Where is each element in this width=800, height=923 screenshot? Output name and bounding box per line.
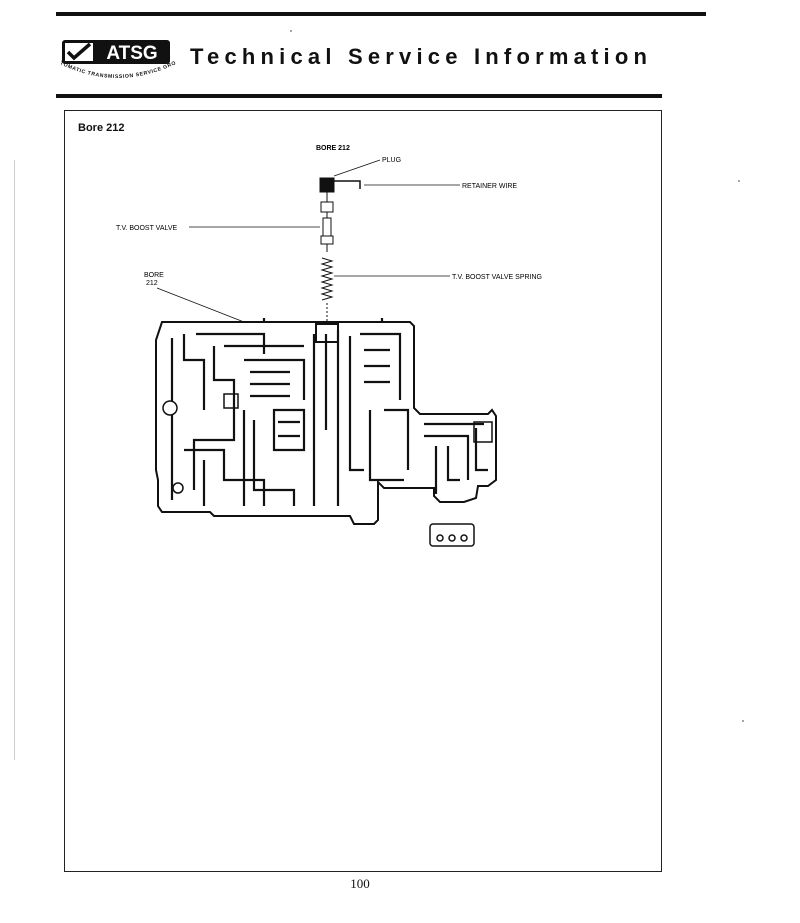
label-tv-boost-valve: T.V. BOOST VALVE: [116, 225, 178, 232]
header-top-rule: [56, 12, 706, 16]
valve-body-diagram: BORE 212 PLUG RETAINER WIRE T.V. BOOST V…: [116, 145, 542, 547]
content-frame: [64, 110, 662, 872]
label-bore-line2: 212: [146, 280, 158, 287]
scan-speck: [738, 180, 740, 182]
label-bore-line1: BORE: [144, 272, 164, 279]
diagram-heading: BORE 212: [316, 145, 350, 152]
scan-speck: [290, 30, 292, 32]
checkmark-icon: [66, 42, 92, 61]
logo-text: ATSG: [106, 43, 157, 64]
page-title: Technical Service Information: [190, 44, 653, 69]
retainer-wire-part: [334, 180, 361, 189]
tv-boost-valve-spring-part: [320, 257, 334, 301]
label-plug: PLUG: [382, 157, 401, 164]
leader-lines: [156, 159, 460, 323]
valve-body-casting: [155, 318, 497, 547]
scan-speck: [742, 720, 744, 722]
header-bottom-rule: [56, 94, 662, 98]
valve-assembly: [319, 177, 361, 324]
atsg-logo: ATSG AUTOMATIC TRANSMISSION SERVICE GROU…: [58, 38, 177, 80]
section-title: Bore 212: [78, 122, 125, 134]
plug-part: [319, 177, 335, 193]
label-tv-boost-valve-spring: T.V. BOOST VALVE SPRING: [452, 274, 542, 281]
scan-edge-line: [14, 160, 15, 760]
label-retainer-wire: RETAINER WIRE: [462, 183, 517, 190]
tv-boost-valve-part: [320, 201, 334, 213]
page-number: 100: [350, 876, 370, 891]
